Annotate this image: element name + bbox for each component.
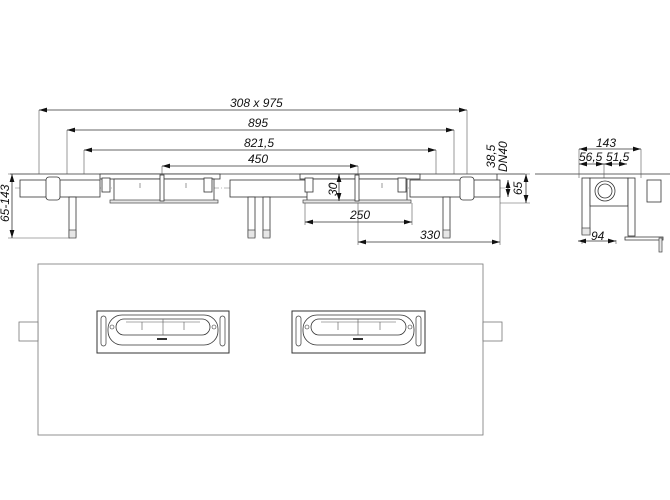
dim-56: 56,5 (579, 150, 603, 164)
front-elevation-view: 308 x 975 895 821,5 450 (0, 96, 670, 245)
dim-38: 38,5 (484, 144, 498, 168)
right-outlet-stub (482, 321, 503, 342)
drain-body-right (299, 173, 421, 204)
dim-821: 821,5 (244, 136, 274, 150)
side-clamp (646, 179, 662, 203)
plan-view (18, 263, 503, 436)
right-coupling (459, 176, 475, 201)
dim-330: 330 (420, 228, 440, 242)
side-leg-right (627, 177, 636, 237)
side-section-view: 143 56,5 51,5 94 (578, 136, 664, 253)
support-legs (68, 196, 451, 239)
grate-left (96, 310, 230, 354)
dim-450: 450 (248, 152, 268, 166)
dim-height-range: 65-143 (0, 184, 12, 222)
dim-30: 30 (326, 182, 340, 196)
side-foot-plate (624, 236, 664, 241)
grate-right (291, 310, 426, 354)
dim-65: 65 (511, 181, 525, 195)
side-leg-left (581, 177, 591, 235)
right-outlet-pipe (409, 179, 501, 198)
dim-250: 250 (349, 208, 370, 222)
left-coupling (45, 176, 61, 201)
dim-895: 895 (248, 116, 268, 130)
dim-94: 94 (591, 229, 605, 243)
pipe-section-inner (597, 183, 613, 199)
drain-body-left (99, 173, 221, 204)
dim-overall: 308 x 975 (230, 96, 283, 110)
dim-dn40: DN40 (496, 141, 510, 172)
dim-51: 51,5 (606, 150, 630, 164)
center-pipe (229, 179, 311, 198)
left-outlet-stub (18, 321, 39, 342)
dim-143: 143 (596, 136, 616, 150)
